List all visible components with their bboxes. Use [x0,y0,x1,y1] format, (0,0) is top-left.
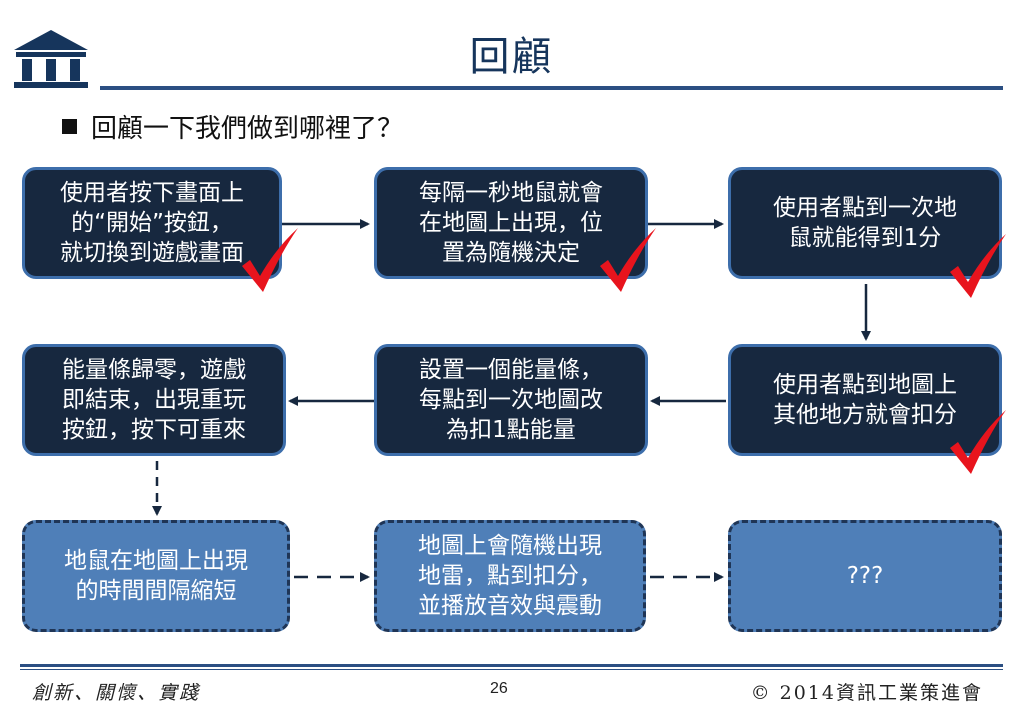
step-text: 地圖上會隨機出現 地雷，點到扣分， 並播放音效與震動 [418,533,602,619]
step-text: 能量條歸零，遊戲 即結束，出現重玩 按鈕，按下可重來 [62,357,246,443]
checkmark-icon [242,228,298,292]
footer-motto: 創新、關懷、實踐 [32,682,201,704]
step-text: 使用者按下畫面上 的“開始”按鈕， 就切換到遊戲畫面 [60,180,244,266]
step-text: 每隔一秒地鼠就會 在地圖上出現，位 置為隨機決定 [419,180,603,266]
step-box-mole-appear: 每隔一秒地鼠就會 在地圖上出現，位 置為隨機決定 [374,167,648,279]
step-text: 使用者點到地圖上 其他地方就會扣分 [773,372,957,428]
step-text: ??? [846,563,884,589]
step-text: 使用者點到一次地 鼠就能得到1分 [773,195,957,251]
step-box-interval: 地鼠在地圖上出現 的時間間隔縮短 [22,520,290,632]
step-text: 地鼠在地圖上出現 的時間間隔縮短 [64,548,248,604]
checkmark-icon [600,228,656,292]
checkmark-icon [950,410,1006,474]
step-box-score: 使用者點到一次地 鼠就能得到1分 [728,167,1002,279]
step-box-start-button: 使用者按下畫面上 的“開始”按鈕， 就切換到遊戲畫面 [22,167,282,279]
footer-rule-thin [20,669,1003,670]
step-text: 設置一個能量條， 每點到一次地圖改 為扣1點能量 [419,357,603,443]
slide-title: 回顧 [469,34,554,80]
checkmark-icon [950,234,1006,298]
bullet-square-icon [62,119,77,134]
step-box-energy-bar: 設置一個能量條， 每點到一次地圖改 為扣1點能量 [374,344,648,456]
title-rule [100,86,1003,90]
page-number: 26 [490,680,508,697]
bullet-text: 回顧一下我們做到哪裡了？ [91,114,404,144]
step-box-unknown: ??? [728,520,1002,632]
bullet-item: 回顧一下我們做到哪裡了？ [62,108,403,145]
step-box-game-over: 能量條歸零，遊戲 即結束，出現重玩 按鈕，按下可重來 [22,344,286,456]
footer-rule [20,664,1003,667]
step-box-mines: 地圖上會隨機出現 地雷，點到扣分， 並播放音效與震動 [374,520,646,632]
institute-logo [14,30,88,88]
footer-copyright: © 2014資訊工業策進會 [750,682,983,704]
step-box-penalty: 使用者點到地圖上 其他地方就會扣分 [728,344,1002,456]
